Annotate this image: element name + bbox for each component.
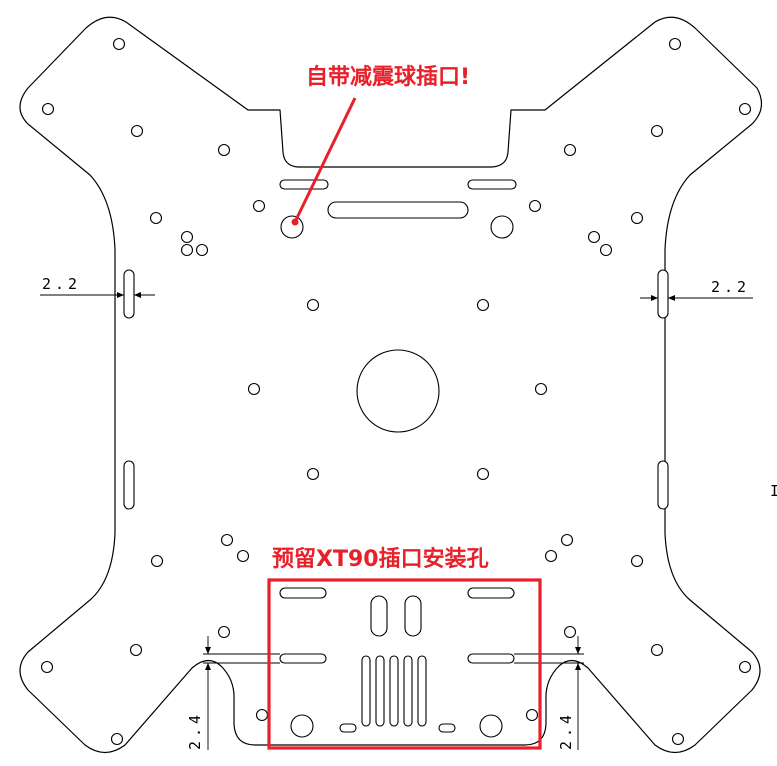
dimension-left-2-2: 2.2 (40, 275, 155, 298)
shock-ball-pointer (293, 97, 357, 223)
top-slot-center (327, 201, 469, 219)
side-slot-left-lower (123, 460, 135, 510)
dimension-left-2-4: 2.4 (186, 636, 280, 750)
shock-ball-hole-left (280, 215, 304, 239)
top-slot-left (279, 179, 329, 190)
side-slot-right-upper (657, 269, 669, 319)
bottom-slot-right (467, 653, 515, 664)
top-slot-right (467, 179, 517, 190)
xt90-callout: 预留XT90插口安装孔 (272, 546, 489, 572)
center-hole (356, 349, 440, 433)
shock-ball-pointer-dot (291, 218, 299, 226)
xt90-oval-left (370, 595, 388, 637)
bottom-slot-left (279, 653, 327, 664)
mounting-holes (40, 37, 752, 746)
dimension-right-2-2: 2.2 (640, 278, 753, 301)
xt90-mount-hole-right (479, 714, 503, 738)
side-slot-right-lower (657, 460, 669, 510)
dimension-right-2-4: 2.4 (514, 636, 584, 750)
bottom-tiny-slot-left (339, 723, 357, 733)
bottom-slot-notch-right (467, 587, 515, 599)
dimension-left-value: 2.2 (42, 275, 81, 293)
dimension-right-value: 2.2 (711, 278, 750, 296)
bottom-slot-notch-left (279, 587, 327, 599)
xt90-oval-right (404, 595, 422, 637)
side-slot-left-upper (123, 269, 135, 319)
dimension-left-bottom-value: 2.4 (186, 711, 204, 750)
xt90-highlight-box (267, 578, 542, 750)
dimension-right-bottom-value: 2.4 (557, 711, 575, 750)
edge-fragment-text: I (770, 482, 777, 500)
cooling-slots (361, 655, 427, 727)
shock-ball-callout: 自带减震球插口! (306, 64, 470, 90)
bottom-tiny-slot-right (438, 723, 456, 733)
shock-ball-hole-right (490, 215, 514, 239)
xt90-mount-hole-left (290, 714, 314, 738)
